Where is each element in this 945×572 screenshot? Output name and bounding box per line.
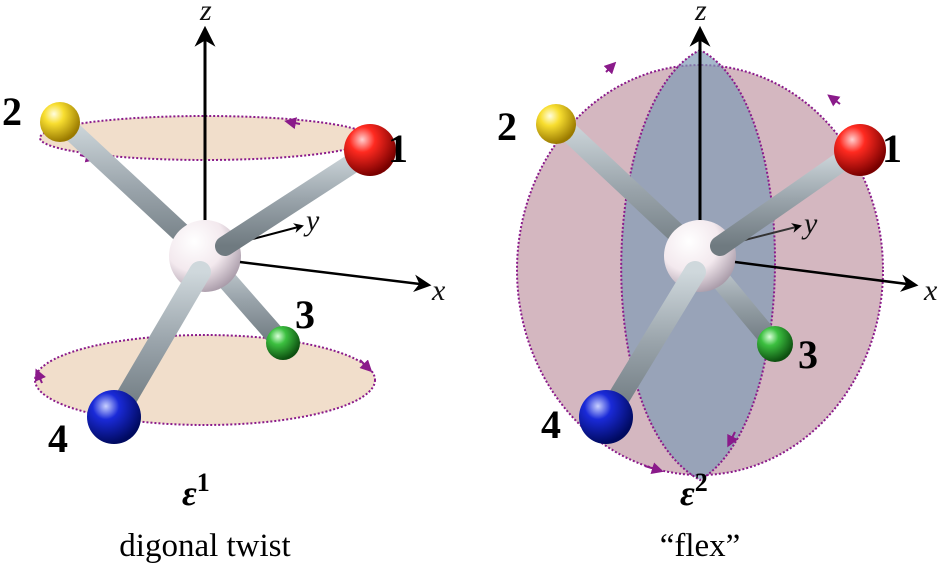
atom-1-sphere [834,124,886,176]
atom-1-label: 1 [388,126,408,171]
flex-arrow-top [827,94,841,107]
atom-4-sphere [579,390,633,444]
mode-label-epsilon-2: ε2 [680,468,708,513]
atom-2-label: 2 [2,89,22,134]
atom-1-label: 1 [882,126,902,171]
upper-rotation-arrow [284,117,301,130]
flex-arrow-bottom-left [644,462,664,474]
atom-3-sphere [266,326,300,360]
atom-4-label: 4 [48,416,68,461]
mode-label-epsilon-1: ε1 [182,468,210,513]
atom-3-sphere [757,326,793,362]
bond-to-atom-4 [107,261,211,423]
x-axis [734,260,919,292]
y-axis-label: y [801,207,818,240]
z-axis-label: z [199,0,212,27]
atom-2-sphere [536,104,576,144]
bond-to-atom-1 [215,142,380,256]
z-axis-label: z [694,0,707,27]
bond-to-atom-1 [710,142,865,256]
bond-to-atom-4 [599,261,706,423]
lower-rotation-arrow [359,359,373,373]
x-axis-label: x [923,274,938,307]
y-axis-label: y [303,204,320,237]
x-axis-label: x [431,274,446,307]
mode-symbol: ε [182,473,197,513]
mode-symbol: ε [680,473,695,513]
caption-digonal-twist: digonal twist [119,528,290,564]
lower-rotation-arrow-2 [34,368,46,384]
mode-index: 2 [695,468,708,497]
atom-3-label: 3 [295,292,315,337]
flex-arrow-left [603,61,617,75]
flex-arrow-bottom [727,431,739,448]
atom-4-label: 4 [541,402,561,447]
x-axis [239,260,432,292]
atom-2-label: 2 [497,104,517,149]
atom-3-label: 3 [798,332,818,377]
mode-index: 1 [197,468,210,497]
panel-flex: z y x 1 2 3 4 ε2 “flex” [497,0,938,564]
panel-digonal-twist: z y x 1 2 3 4 ε1 digonal twist [2,0,446,564]
caption-flex: “flex” [660,528,741,564]
atom-4-sphere [87,390,141,444]
atom-1-sphere [344,124,396,176]
lower-rotation-disk [34,334,376,426]
atom-2-sphere [40,102,80,142]
